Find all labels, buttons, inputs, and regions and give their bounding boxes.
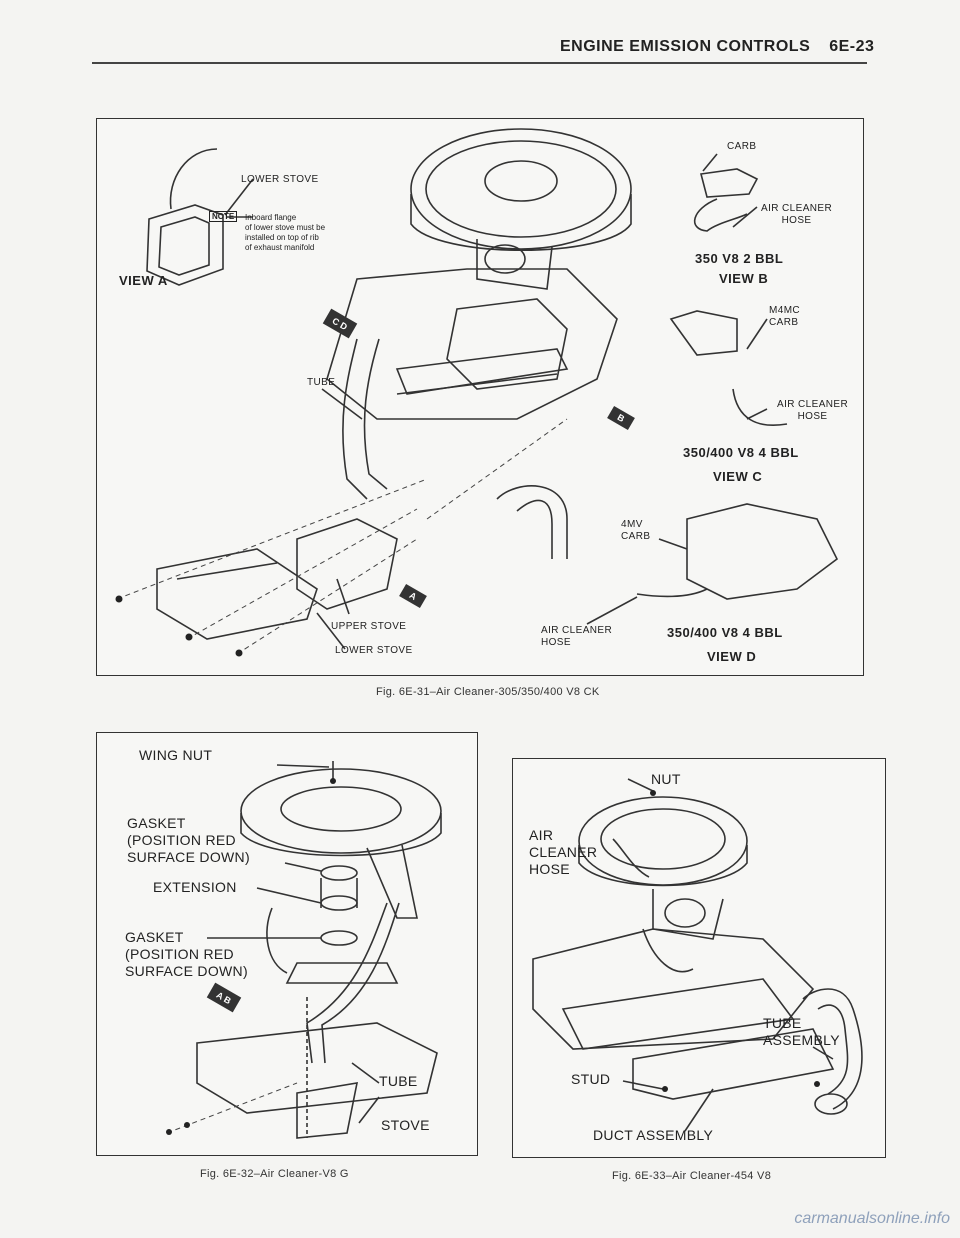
air-cleaner-hose-label-view-b: AIR CLEANER HOSE: [761, 203, 833, 226]
note-text: Inboard flange of lower stove must be in…: [245, 213, 326, 252]
m4mc-carb-label: M4MC CARB: [769, 305, 801, 328]
figure-6e-33: NUT AIR CLEANER HOSE TUBE ASSEMBLY STUD …: [512, 758, 886, 1158]
air-cleaner-hose-label-fig33: AIR CLEANER HOSE: [529, 827, 598, 877]
tube-label-fig31: TUBE: [307, 377, 336, 388]
lower-stove-label: LOWER STOVE: [335, 645, 413, 656]
header-rule: [92, 62, 867, 64]
figure-6e-32-caption: Fig. 6E-32–Air Cleaner-V8 G: [200, 1168, 349, 1180]
figure-6e-31-drawing: [115, 128, 839, 657]
stud-label: STUD: [571, 1071, 611, 1087]
gasket-upper-label: GASKET (POSITION RED SURFACE DOWN): [127, 815, 250, 865]
figure-6e-33-caption: Fig. 6E-33–Air Cleaner-454 V8: [612, 1170, 772, 1182]
engine-label-view-d: 350/400 V8 4 BBL: [667, 625, 783, 640]
header-page-number: 6E-23: [829, 38, 875, 55]
extension-label: EXTENSION: [153, 879, 237, 895]
header-title: ENGINE EMISSION CONTROLS: [560, 38, 811, 55]
air-cleaner-hose-label-view-c: AIR CLEANER HOSE: [777, 399, 849, 422]
lower-stove-label-view-a: LOWER STOVE: [241, 174, 319, 185]
tube-assembly-label: TUBE ASSEMBLY: [763, 1015, 840, 1048]
wing-nut-label: WING NUT: [139, 747, 213, 763]
tube-label-fig32: TUBE: [379, 1073, 418, 1089]
air-cleaner-hose-label-view-d: AIR CLEANER HOSE: [541, 625, 613, 648]
figure-6e-33-drawing: [532, 778, 863, 1132]
engine-label-view-c: 350/400 V8 4 BBL: [683, 445, 799, 460]
engine-label-view-b: 350 V8 2 BBL: [695, 251, 784, 266]
nut-label: NUT: [651, 771, 681, 787]
4mv-carb-label: 4MV CARB: [621, 519, 651, 542]
view-c-label: VIEW C: [713, 469, 763, 484]
page-header: ENGINE EMISSION CONTROLS 6E-23: [560, 38, 874, 56]
figure-6e-31-caption: Fig. 6E-31–Air Cleaner-305/350/400 V8 CK: [376, 686, 600, 698]
view-b-label: VIEW B: [719, 271, 769, 286]
figure-6e-31: LOWER STOVE NOTE Inboard flange of lower…: [96, 118, 864, 676]
stove-label: STOVE: [381, 1117, 430, 1133]
note-tag: NOTE: [209, 211, 238, 222]
duct-assembly-label: DUCT ASSEMBLY: [593, 1127, 714, 1143]
gasket-lower-label: GASKET (POSITION RED SURFACE DOWN): [125, 929, 248, 979]
upper-stove-label: UPPER STOVE: [331, 621, 407, 632]
figure-6e-32: WING NUT GASKET (POSITION RED SURFACE DO…: [96, 732, 478, 1156]
figure-6e-32-drawing: [166, 761, 442, 1139]
carb-label-view-b: CARB: [727, 141, 757, 152]
view-d-label: VIEW D: [707, 649, 757, 664]
watermark: carmanualsonline.info: [794, 1210, 950, 1227]
view-a-label: VIEW A: [119, 273, 168, 288]
